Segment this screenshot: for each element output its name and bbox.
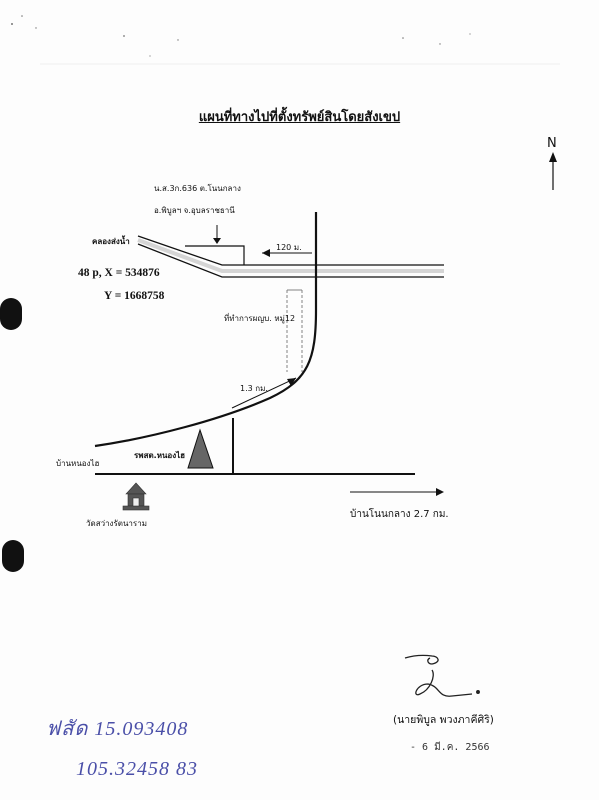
punch-hole-top <box>0 298 22 330</box>
to-village-arrow <box>350 488 444 496</box>
hospital-triangle <box>187 428 214 469</box>
canal-label: คลองส่งน้ำ <box>92 237 130 246</box>
sign-date: - 6 มี.ค. 2566 <box>410 742 490 753</box>
parcel-label-line2: อ.พิบูลฯ จ.อุบลราชธานี <box>154 206 235 215</box>
handwritten-line2: 105.32458 83 <box>76 758 198 780</box>
north-arrow <box>549 152 557 190</box>
distance-canal-label: 120 ม. <box>276 243 302 252</box>
canal-water <box>137 238 444 273</box>
signature-drawing <box>404 654 480 697</box>
temple-icon <box>122 482 150 511</box>
village-left-label: บ้านหนองไฮ <box>56 459 100 468</box>
village-right-label: บ้านโนนกลาง 2.7 กม. <box>350 509 449 520</box>
north-label: N <box>547 136 557 151</box>
hospital-label: รพสต.หนองไฮ <box>134 451 186 460</box>
canal <box>137 235 444 278</box>
coordinate-zone-x: 48 p, X = 534876 <box>78 267 160 279</box>
handwritten-line1: ฟสัด 15.093408 <box>46 718 189 740</box>
temple-label: วัดสว่างรัตนาราม <box>86 519 147 528</box>
coordinate-y: Y = 1668758 <box>104 290 165 302</box>
punch-hole-bottom <box>2 540 24 572</box>
parcel-outline <box>185 245 245 265</box>
parcel-label-line1: น.ส.3ก.636 ต.โนนกลาง <box>154 184 241 193</box>
main-road <box>94 212 318 448</box>
office-marker <box>286 289 303 372</box>
distance-road-label: 1.3 กม. <box>240 384 268 393</box>
scan-specks <box>11 15 471 57</box>
distance-arrow-road <box>231 377 297 409</box>
office-label: ที่ทำการผญบ. หมู่12 <box>224 314 296 323</box>
signer-name: (นายพิบูล พวงภาคีศิริ) <box>393 714 494 726</box>
parcel-arrow <box>213 225 221 244</box>
map-title: แผนที่ทางไปที่ตั้งทรัพย์สินโดยสังเขป <box>198 110 401 125</box>
distance-arrow-120 <box>262 249 312 257</box>
